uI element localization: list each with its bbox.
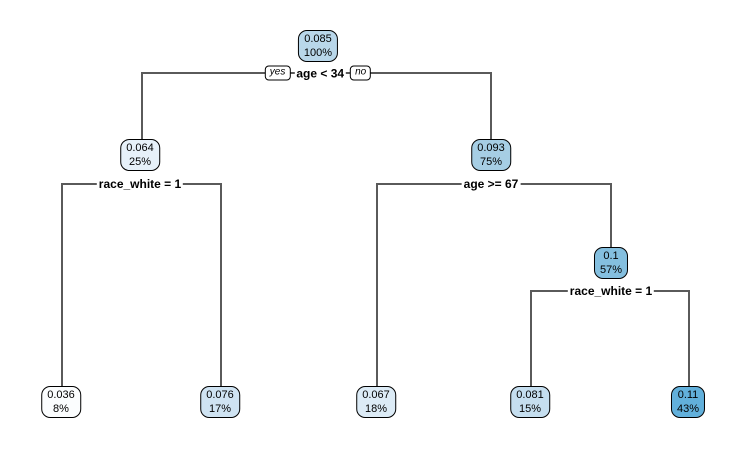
node-percent: 8% (53, 402, 69, 415)
split-condition: race_white = 1 (96, 177, 184, 191)
branch-line-lower-split-left-vertical (530, 290, 532, 386)
leaf-node-5: 0.11 43% (670, 386, 706, 418)
branch-line-root-left-vertical (141, 72, 143, 139)
edge-label-yes: yes (264, 65, 291, 81)
branch-line-right-split-right-vertical (610, 183, 612, 247)
node-value: 0.085 (304, 33, 332, 45)
split-race-white-right: race_white = 1 (567, 284, 655, 298)
node-value: 0.093 (477, 142, 505, 154)
node-value: 0.076 (206, 389, 234, 401)
edge-label-no: no (350, 65, 372, 81)
node-value: 0.067 (362, 389, 390, 401)
split-age-lt-34: yes age < 34 no (264, 65, 372, 81)
split-age-ge-67: age >= 67 (461, 177, 521, 191)
node-percent: 43% (676, 402, 700, 415)
tree-node-age-lt-67: 0.1 57% (593, 247, 629, 279)
tree-node-root: 0.085 100% (297, 30, 339, 62)
split-condition: race_white = 1 (567, 284, 655, 298)
node-percent: 25% (128, 155, 152, 168)
branch-line-lower-split-right-vertical (688, 290, 690, 386)
branch-line-right-split-left-vertical (376, 183, 378, 386)
node-percent: 57% (599, 263, 623, 276)
split-condition: age >= 67 (461, 177, 521, 191)
branch-line-left-split-left-vertical (61, 183, 63, 386)
tree-node-age-ge-34: 0.093 75% (471, 139, 511, 171)
leaf-node-2: 0.076 17% (200, 386, 240, 418)
node-percent: 15% (518, 402, 542, 415)
node-percent: 100% (303, 46, 333, 59)
node-value: 0.1 (603, 250, 619, 262)
split-race-white-left: race_white = 1 (96, 177, 184, 191)
branch-line-root-right-vertical (490, 72, 492, 139)
branch-line-left-split-right-vertical (220, 183, 222, 386)
leaf-node-1: 0.036 8% (41, 386, 81, 418)
leaf-node-3: 0.067 18% (356, 386, 396, 418)
tree-node-age-lt-34: 0.064 25% (120, 139, 160, 171)
node-percent: 75% (479, 155, 503, 168)
leaf-node-4: 0.081 15% (510, 386, 550, 418)
node-value: 0.081 (516, 389, 544, 401)
split-condition: age < 34 (294, 66, 347, 80)
node-value: 0.064 (126, 142, 154, 154)
node-percent: 17% (208, 402, 232, 415)
node-value: 0.036 (47, 389, 75, 401)
node-percent: 18% (364, 402, 388, 415)
node-value: 0.11 (677, 389, 699, 401)
